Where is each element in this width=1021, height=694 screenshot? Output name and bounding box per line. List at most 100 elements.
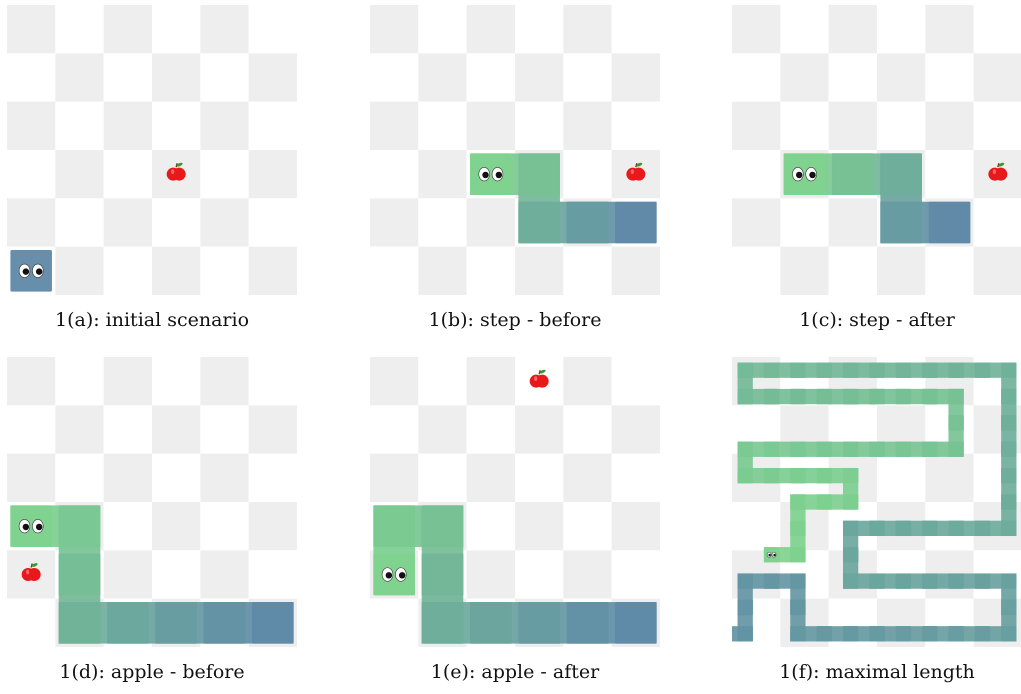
board-panel xyxy=(732,357,1021,647)
board-square xyxy=(925,454,973,502)
snake-segment xyxy=(1001,415,1016,430)
snake-segment xyxy=(764,468,779,483)
panel-caption: 1(d): apple - before xyxy=(7,661,297,683)
snake-segment xyxy=(975,626,990,641)
board-panel xyxy=(370,5,660,295)
board-square xyxy=(829,247,877,295)
snake-segment xyxy=(1001,389,1016,404)
snake-segment xyxy=(843,468,858,483)
board-square xyxy=(563,502,611,550)
snake-head xyxy=(10,250,52,292)
board-square xyxy=(974,53,1021,101)
snake-segment xyxy=(832,153,874,195)
board-square xyxy=(515,550,563,598)
board-square xyxy=(877,454,925,502)
board-square xyxy=(370,150,418,198)
snake-segment xyxy=(843,494,858,509)
snake-segment xyxy=(880,153,922,195)
snake-segment xyxy=(896,573,911,588)
panel-caption: 1(e): apple - after xyxy=(370,661,660,683)
board-square xyxy=(925,5,973,53)
board-square xyxy=(55,357,103,405)
board-square xyxy=(418,150,466,198)
board-square xyxy=(249,102,297,150)
snake-segment xyxy=(790,468,805,483)
board-square xyxy=(249,198,297,246)
board-square xyxy=(780,247,828,295)
board-square xyxy=(925,150,973,198)
board-square xyxy=(780,5,828,53)
snake-head xyxy=(470,153,512,195)
snake-segment xyxy=(948,363,963,378)
snake-segment xyxy=(843,389,858,404)
snake-segment xyxy=(422,505,464,547)
snake-segment xyxy=(869,389,884,404)
panel-caption: 1(c): step - after xyxy=(732,309,1021,331)
game-board xyxy=(732,5,1021,295)
snake-segment xyxy=(155,602,197,644)
board-square xyxy=(200,550,248,598)
board-square xyxy=(974,5,1021,53)
game-board xyxy=(370,5,660,295)
board-square xyxy=(563,53,611,101)
board-square xyxy=(152,53,200,101)
board-square xyxy=(467,247,515,295)
board-square xyxy=(55,150,103,198)
board-square xyxy=(563,150,611,198)
board-square xyxy=(200,502,248,550)
snake-head xyxy=(10,505,52,547)
board-square xyxy=(974,247,1021,295)
snake-segment xyxy=(817,626,832,641)
snake-segment xyxy=(896,363,911,378)
board-square xyxy=(612,53,660,101)
board-square xyxy=(200,357,248,405)
snake-segment xyxy=(896,442,911,457)
board-square xyxy=(974,102,1021,150)
snake-segment xyxy=(518,202,560,244)
board-square xyxy=(370,405,418,453)
snake-segment xyxy=(929,202,971,244)
snake-segment xyxy=(790,600,805,615)
board-square xyxy=(732,502,780,550)
board-square xyxy=(515,502,563,550)
board-square xyxy=(829,198,877,246)
board-square xyxy=(467,454,515,502)
board-square xyxy=(370,599,418,647)
board-square xyxy=(418,102,466,150)
board-square xyxy=(563,357,611,405)
board-square xyxy=(200,405,248,453)
snake-segment xyxy=(975,363,990,378)
board-square xyxy=(152,5,200,53)
snake-segment xyxy=(948,626,963,641)
snake-segment xyxy=(817,442,832,457)
board-square xyxy=(563,405,611,453)
snake-segment xyxy=(843,442,858,457)
snake-segment xyxy=(790,494,805,509)
snake-head xyxy=(373,554,415,596)
snake-segment xyxy=(738,468,753,483)
board-square xyxy=(7,405,55,453)
board-square xyxy=(563,5,611,53)
board-square xyxy=(152,198,200,246)
snake-segment xyxy=(615,602,657,644)
board-square xyxy=(200,150,248,198)
snake-segment xyxy=(59,602,101,644)
snake-segment xyxy=(869,626,884,641)
board-square xyxy=(7,150,55,198)
snake-segment xyxy=(922,521,937,536)
snake-segment xyxy=(204,602,246,644)
board-square xyxy=(732,102,780,150)
board-square xyxy=(370,53,418,101)
board-square xyxy=(612,357,660,405)
board-square xyxy=(370,454,418,502)
board-panel xyxy=(7,357,297,647)
snake-segment xyxy=(843,626,858,641)
snake-segment xyxy=(948,415,963,430)
board-square xyxy=(877,247,925,295)
snake-segment xyxy=(1001,442,1016,457)
board-square xyxy=(418,247,466,295)
snake-segment xyxy=(1001,468,1016,483)
snake-segment xyxy=(790,547,805,562)
snake-segment xyxy=(948,389,963,404)
board-square xyxy=(104,357,152,405)
